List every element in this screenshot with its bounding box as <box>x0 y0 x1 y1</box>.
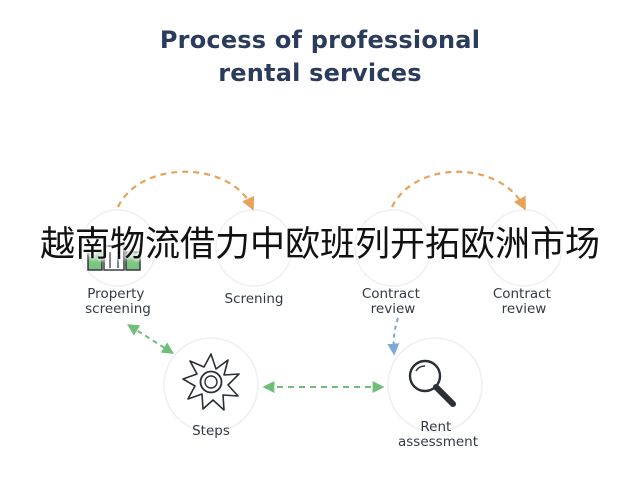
title-line-1: Process of professional <box>159 26 481 54</box>
overlay-caption: 越南物流借力中欧班列开拓欧洲市场 <box>39 225 600 265</box>
label-rent-assessment: Rent assessment <box>398 419 478 450</box>
building-icon <box>87 245 141 271</box>
diagram-title: Process of professional rental services <box>0 24 640 90</box>
arc-arrow-right <box>391 170 526 211</box>
arc-arrow-left <box>117 170 255 211</box>
title-line-2: rental services <box>218 59 422 87</box>
arrow-property-to-steps <box>126 324 175 354</box>
label-property-screening: Property screening <box>85 286 151 317</box>
label-screening: Screning <box>225 291 284 307</box>
label-contract-review-2: Contract review <box>493 286 555 317</box>
sun-gear-icon <box>182 353 240 411</box>
node-contract-review-1-circle <box>354 209 432 287</box>
magnifier-icon <box>408 359 456 407</box>
label-steps: Steps <box>192 423 230 439</box>
label-contract-review-1: Contract review <box>362 286 424 317</box>
arrow-contract-to-rent <box>387 317 400 356</box>
